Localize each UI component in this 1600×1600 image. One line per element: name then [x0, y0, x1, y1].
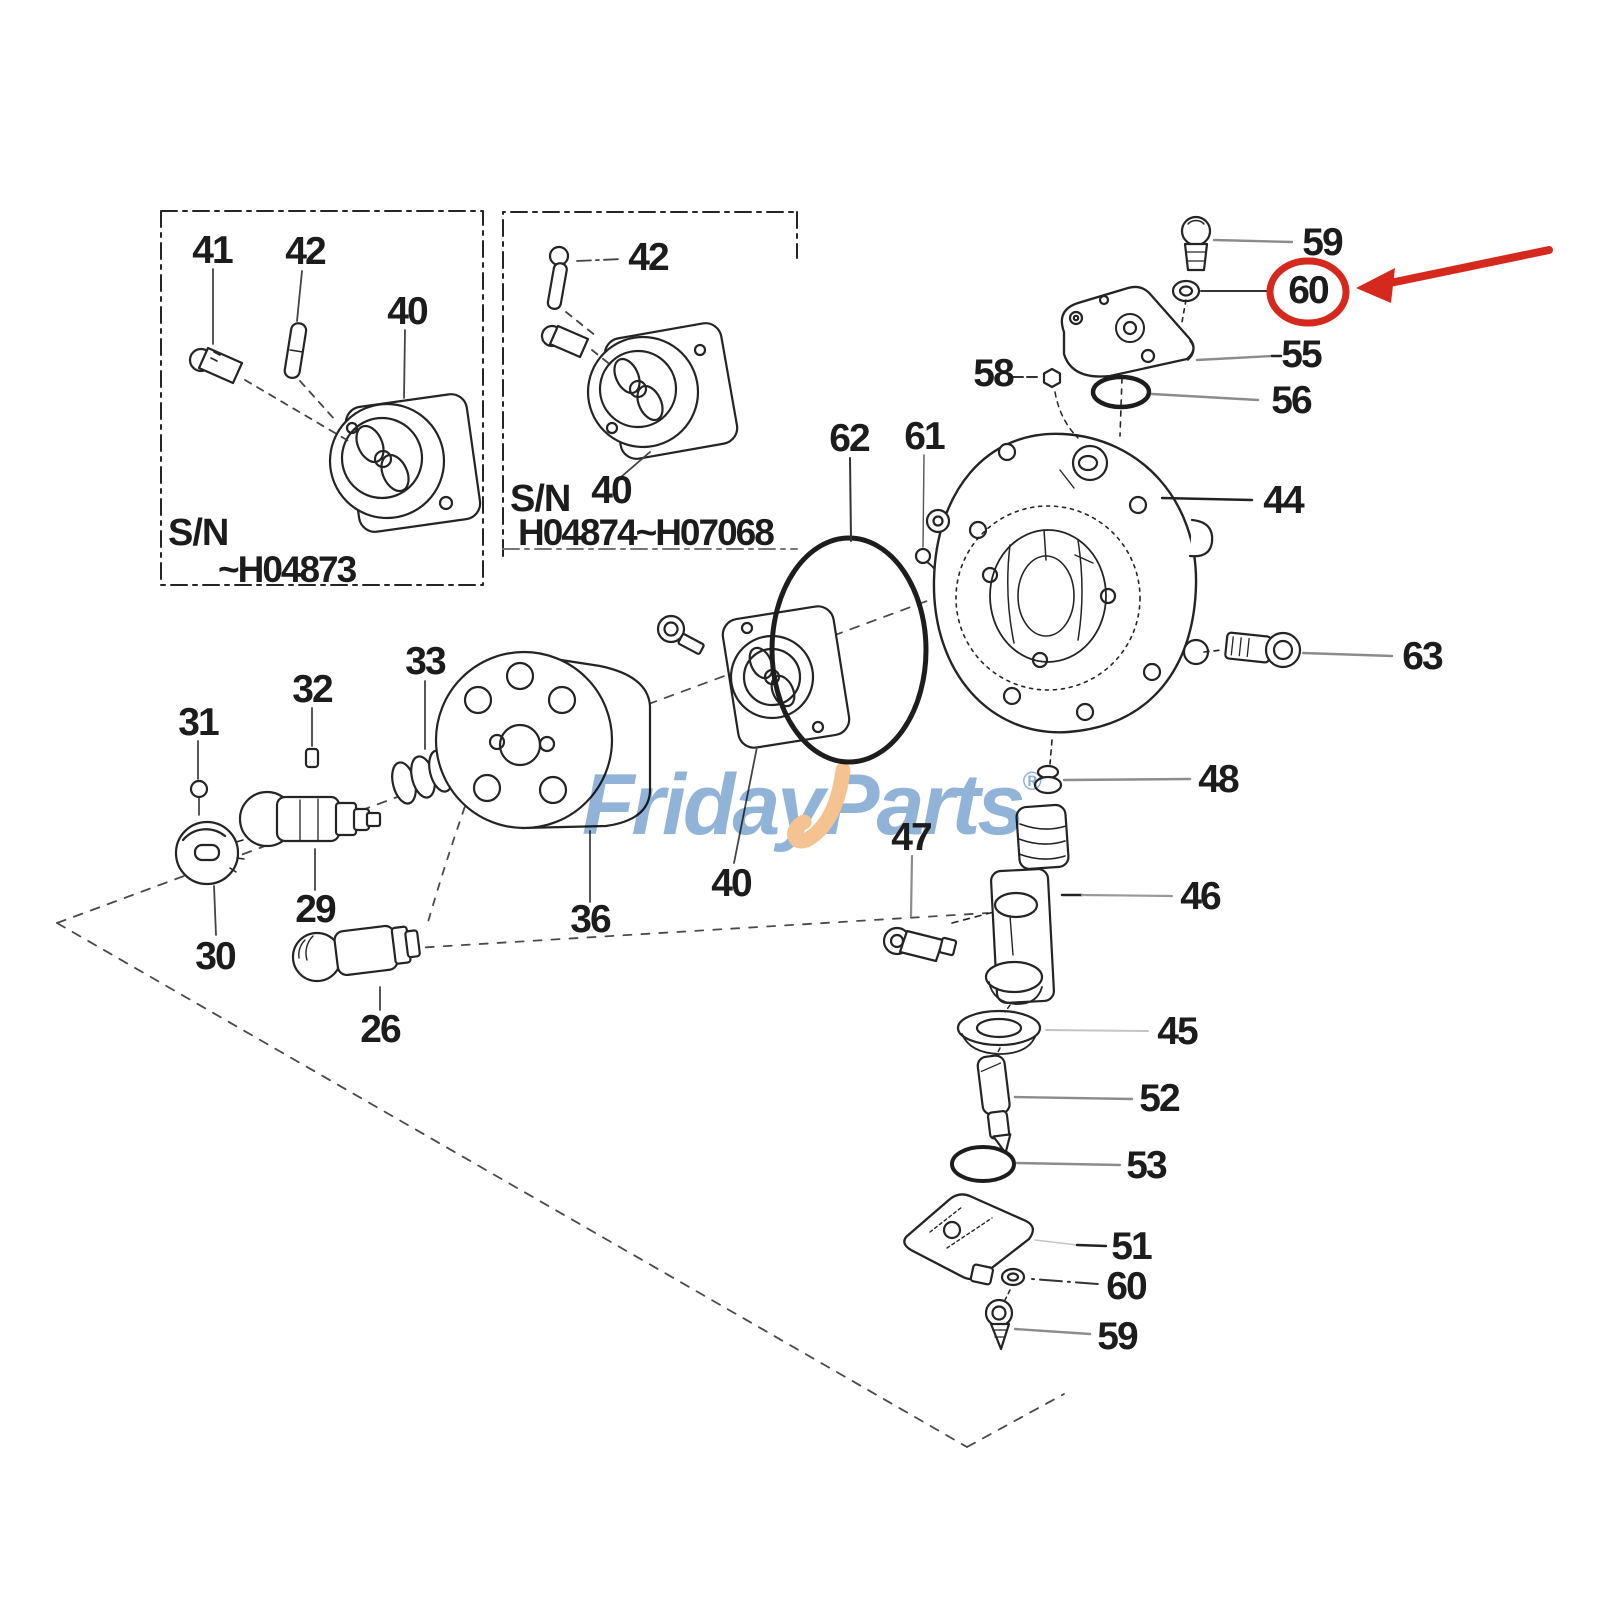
watermark-text-right: Parts	[822, 757, 1025, 853]
part-44-pump-housing	[925, 432, 1214, 734]
part-60-washer-top	[1171, 279, 1201, 303]
part-53-o-ring	[950, 1145, 1016, 1183]
part-42-pin-box1	[283, 322, 308, 379]
part-fitting-box2	[540, 324, 590, 359]
part-40-face-plate	[721, 605, 851, 749]
watermark: FridayParts®	[582, 762, 1042, 849]
part-36-cylinder-block	[434, 650, 652, 830]
highlight-arrow-shaft	[1386, 246, 1553, 287]
part-31-ball	[189, 779, 209, 816]
serial-box-2-border	[502, 211, 798, 557]
part-46-relief-valve	[984, 803, 1070, 1005]
part-40-gear-pump-box1	[328, 393, 482, 533]
box1-leader-lines	[212, 268, 406, 444]
part-63-bolt	[1203, 631, 1302, 669]
part-30-cap	[174, 820, 245, 886]
part-42-cotter-pin-box2	[546, 245, 570, 311]
part-26-check-valve	[291, 924, 421, 983]
part-41-fitting	[188, 346, 244, 385]
part-52-plunger	[976, 1054, 1012, 1155]
part-56-o-ring	[1090, 374, 1152, 410]
part-58-nut	[1042, 367, 1079, 439]
registered-trademark-symbol: ®	[1022, 766, 1042, 796]
watermark-swoosh-icon	[787, 762, 851, 849]
part-45-seat	[956, 1004, 1042, 1057]
part-47-elbow-fitting	[882, 911, 995, 963]
box2-leader-lines	[565, 258, 651, 478]
part-59-bolt-bottom	[984, 1298, 1014, 1351]
part-51-cover-plate-bottom	[903, 1193, 1034, 1286]
part-48-nut	[1033, 739, 1063, 795]
part-29-spool-valve	[238, 790, 382, 848]
part-40-face-plate-bolt	[656, 614, 705, 655]
highlight-group	[1266, 246, 1553, 327]
leader-lines	[197, 238, 1394, 1336]
part-40-gear-pump-box2	[586, 322, 739, 460]
watermark-text-left: Friday	[582, 757, 825, 853]
highlight-circle	[1266, 257, 1350, 327]
part-55-cover-plate	[1060, 285, 1195, 437]
part-62-o-ring	[769, 535, 929, 765]
part-60-washer-bottom	[1000, 1267, 1026, 1301]
part-32-pin	[304, 747, 320, 769]
serial-box-1-border	[160, 210, 484, 586]
part-59-bolt-top	[1180, 215, 1212, 272]
highlight-arrow-head	[1356, 268, 1395, 303]
